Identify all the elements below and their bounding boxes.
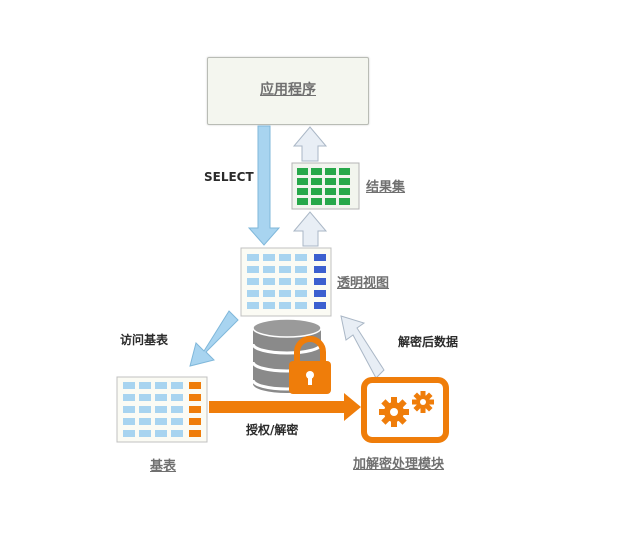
base-table-label: 基表	[150, 459, 177, 474]
application-label: 应用程序	[260, 82, 316, 98]
auth-decrypt-arrow	[209, 393, 361, 421]
transparent-view-table	[240, 247, 332, 317]
view-label: 透明视图	[337, 276, 390, 291]
auth-decrypt-label: 授权/解密	[246, 423, 299, 437]
access-base-label: 访问基表	[120, 333, 169, 347]
base-table	[116, 376, 208, 443]
lock-icon	[289, 336, 331, 394]
gears-icon	[379, 391, 434, 427]
select-arrow	[247, 125, 281, 246]
result-set-table	[291, 162, 360, 210]
decrypted-data-arrow	[340, 315, 385, 379]
result-to-app-arrow	[292, 126, 328, 162]
access-base-arrow	[189, 310, 239, 367]
crypto-module-label: 加解密处理模块	[353, 457, 445, 472]
result-set-label: 结果集	[366, 180, 406, 195]
view-to-result-arrow	[292, 211, 328, 247]
select-label: SELECT	[204, 170, 254, 184]
decrypted-data-label: 解密后数据	[398, 335, 459, 349]
application-box	[207, 57, 369, 125]
